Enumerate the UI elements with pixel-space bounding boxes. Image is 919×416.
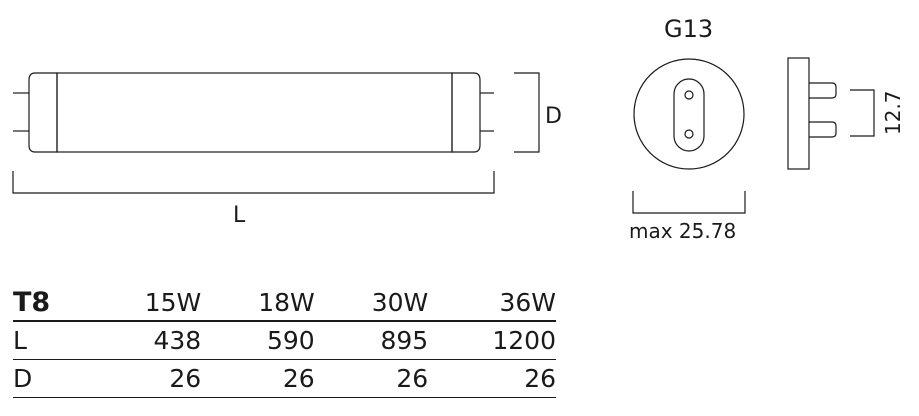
pin-spacing-bracket bbox=[850, 89, 875, 137]
side-pin-top bbox=[809, 82, 837, 99]
tube-body bbox=[56, 72, 453, 153]
base-side-body bbox=[787, 57, 810, 170]
table-row-length: L 438 590 895 1200 bbox=[13, 321, 556, 360]
base-side-view bbox=[787, 57, 875, 170]
spec-table: T8 15W 18W 30W 36W L 438 590 895 1200 D … bbox=[13, 284, 556, 398]
column-header: 15W bbox=[87, 284, 202, 322]
base-front-view bbox=[632, 58, 746, 214]
side-pin-bottom bbox=[809, 121, 837, 138]
pin-slot bbox=[673, 78, 705, 152]
table-row-diameter: D 26 26 26 26 bbox=[13, 359, 556, 398]
table-cell: 438 bbox=[87, 321, 202, 360]
table-cell: 26 bbox=[201, 359, 315, 398]
table-cell: 26 bbox=[87, 359, 202, 398]
max-diameter-label: max 25.78 bbox=[629, 219, 736, 243]
column-header: 18W bbox=[201, 284, 315, 322]
diameter-bracket bbox=[514, 72, 540, 153]
model-label: T8 bbox=[13, 284, 88, 322]
pin-hole-top bbox=[684, 90, 694, 100]
max-diameter-bracket bbox=[632, 191, 746, 214]
table-cell: 26 bbox=[314, 359, 429, 398]
right-end-cap bbox=[451, 72, 481, 153]
table-cell: 895 bbox=[314, 321, 429, 360]
pin-spacing-label: 12.7 bbox=[881, 90, 905, 135]
column-header: 36W bbox=[428, 284, 556, 322]
diameter-label: D bbox=[545, 104, 562, 129]
left-end-cap bbox=[28, 72, 58, 153]
tube-side-view bbox=[12, 72, 540, 194]
pin-hole-bottom bbox=[684, 129, 694, 139]
length-label: L bbox=[233, 203, 246, 228]
base-type-label: G13 bbox=[664, 15, 713, 43]
table-cell: 1200 bbox=[428, 321, 556, 360]
base-outer-circle bbox=[633, 58, 745, 170]
table-cell: 590 bbox=[201, 321, 315, 360]
column-header: 30W bbox=[314, 284, 429, 322]
spec-table-header: T8 15W 18W 30W 36W bbox=[13, 284, 556, 322]
row-label: D bbox=[13, 359, 88, 398]
length-bracket bbox=[12, 171, 495, 194]
row-label: L bbox=[13, 321, 88, 360]
table-cell: 26 bbox=[428, 359, 556, 398]
